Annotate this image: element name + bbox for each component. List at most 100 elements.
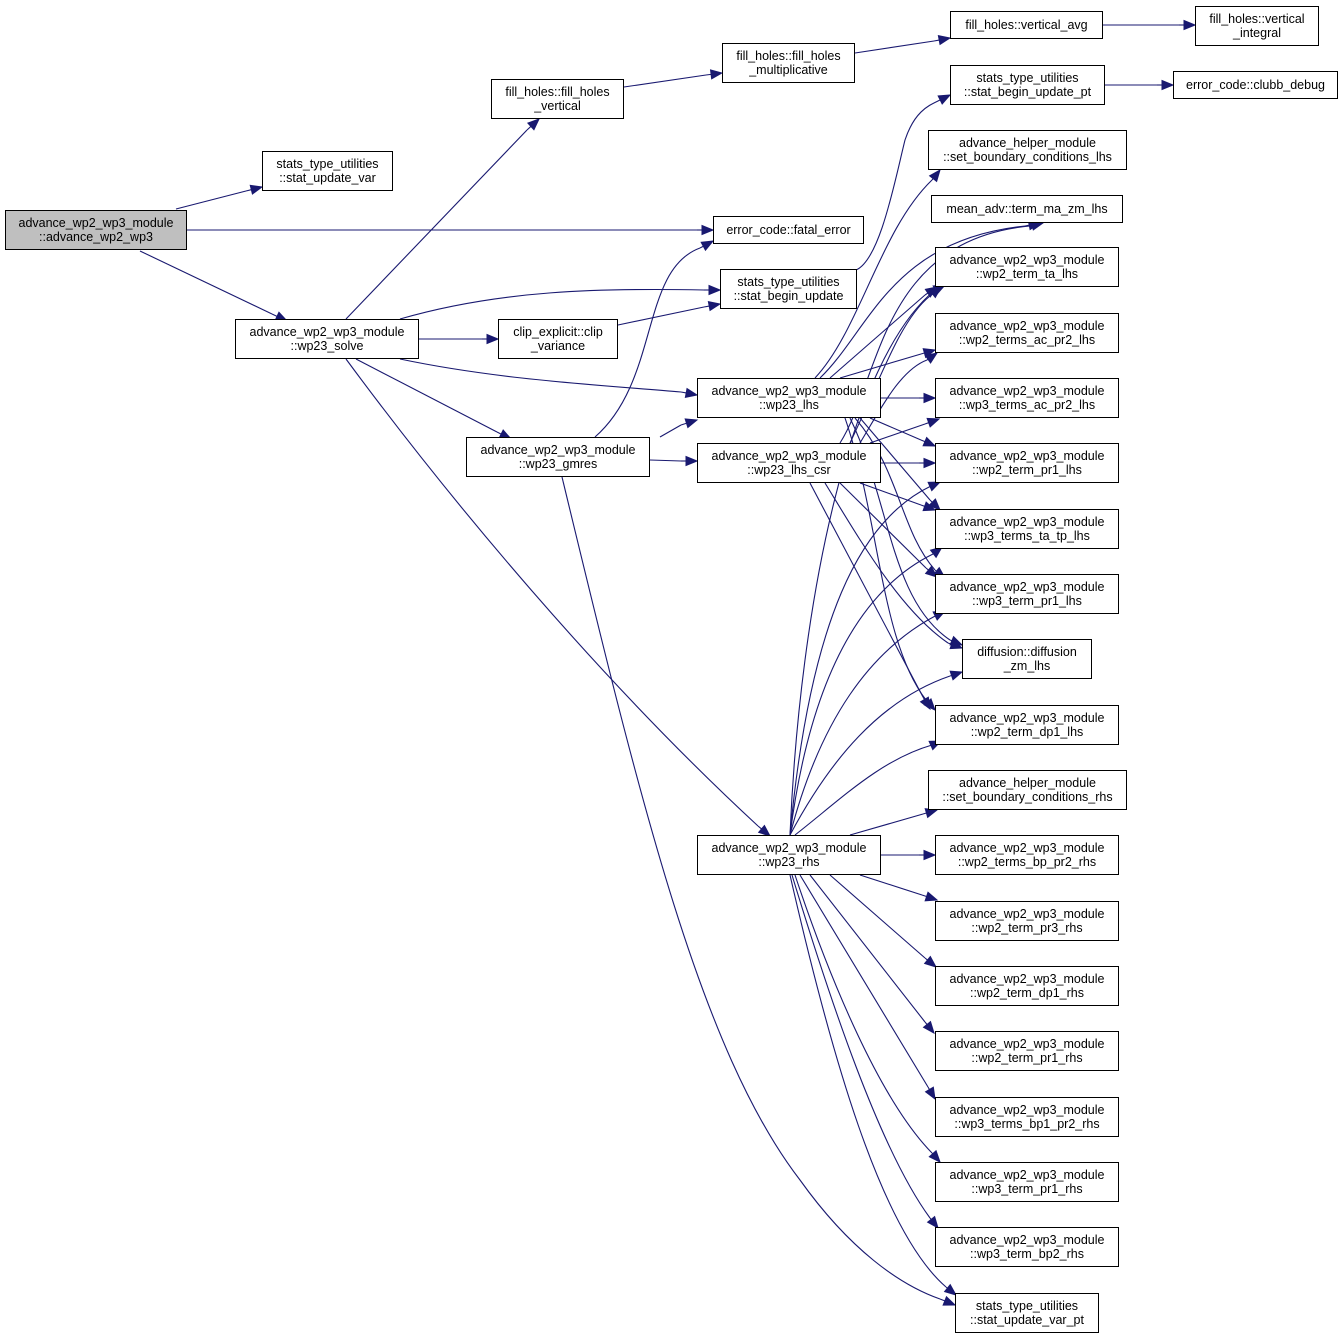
arrowhead-wp23-solve-to-clip-variance [486, 333, 500, 345]
arrowhead-wp23-rhs-to-wp2-term-pr1-lhs [927, 481, 942, 492]
edge-tail-wp23-gmres-to-stat-update-var-pt [939, 1298, 945, 1302]
node-wp23-lhs[interactable]: advance_wp2_wp3_module ::wp23_lhs [697, 378, 881, 418]
edge-wp23-lhs-to-term-ma-zm-lhs [819, 225, 1026, 379]
arrowhead-stat-begin-update-to-stat-begin-update-pt [937, 94, 952, 105]
arrowhead-wp23-gmres-to-fatal-error [700, 240, 715, 252]
arrowhead-wp23-lhs-to-wp2-term-pr1-lhs [922, 436, 937, 447]
edge-wp23-rhs-to-wp3-term-pr1-lhs [789, 614, 938, 836]
arrowhead-wp23-gmres-to-wp23-lhs-csr [685, 455, 699, 467]
node-wp3-term-bp2-rhs[interactable]: advance_wp2_wp3_module ::wp3_term_bp2_rh… [935, 1227, 1119, 1267]
edge-tail-wp23-rhs-to-wp2-term-pr3-rhs [921, 894, 927, 898]
edge-tail-clip-variance-to-stat-begin-update [703, 305, 710, 308]
edge-clip-variance-to-stat-begin-update [617, 306, 705, 326]
edge-wp23-rhs-to-stat-update-var-pt [789, 874, 947, 1288]
edge-wp23-lhs-csr-to-wp2-terms-ac-pr2-lhs [859, 359, 928, 444]
node-clubb-debug[interactable]: error_code::clubb_debug [1173, 71, 1338, 99]
edge-tail-wp23-lhs-csr-to-wp3-terms-ac-pr2-lhs [924, 422, 929, 425]
edge-wp23-solve-to-wp23-lhs [399, 358, 682, 393]
arrowhead-wp23-lhs-csr-to-wp3-term-pr1-lhs [924, 565, 939, 578]
edge-wp23-rhs-to-wp2-term-pr1-rhs [809, 874, 926, 1023]
arrowhead-vertical-avg-to-vertical-integral [1183, 19, 1197, 31]
arrowhead-wp23-rhs-to-wp2-term-pr1-rhs [922, 1020, 935, 1035]
arrowhead-wp23-rhs-to-wp2-term-dp1-rhs [923, 955, 938, 968]
node-wp23-lhs-csr[interactable]: advance_wp2_wp3_module ::wp23_lhs_csr [697, 443, 881, 483]
node-wp2-term-pr1-lhs[interactable]: advance_wp2_wp3_module ::wp2_term_pr1_lh… [935, 443, 1119, 483]
node-wp23-solve[interactable]: advance_wp2_wp3_module ::wp23_solve [235, 319, 419, 359]
arrowhead-wp23-lhs-csr-to-wp3-terms-ac-pr2-lhs [926, 417, 941, 428]
edge-tail-wp23-solve-to-wp23-rhs [757, 825, 762, 830]
edge-wp23-rhs-to-set-bc-rhs [849, 813, 924, 836]
arrowhead-wp23-lhs-csr-to-wp2-term-dp1-lhs [919, 696, 931, 711]
edge-wp23-lhs-to-wp3-term-pr1-lhs [854, 417, 936, 571]
edge-root-to-stat-update-var [175, 190, 247, 210]
node-wp3-terms-ac-pr2-lhs[interactable]: advance_wp2_wp3_module ::wp3_terms_ac_pr… [935, 378, 1119, 418]
arrowhead-wp23-solve-to-stat-begin-update [708, 284, 722, 296]
node-wp3-terms-ta-tp-lhs[interactable]: advance_wp2_wp3_module ::wp3_terms_ta_tp… [935, 509, 1119, 549]
node-wp2-terms-bp-pr2-rhs[interactable]: advance_wp2_wp3_module ::wp2_terms_bp_pr… [935, 835, 1119, 875]
arrowhead-wp23-rhs-to-wp3-term-bp2-rhs [926, 1215, 939, 1230]
edge-wp23-rhs-to-wp2-term-ta-lhs [789, 289, 936, 836]
node-stat-begin-update[interactable]: stats_type_utilities ::stat_begin_update [720, 269, 857, 309]
node-diffusion-zm-lhs[interactable]: diffusion::diffusion _zm_lhs [962, 639, 1092, 679]
node-stat-begin-update-pt[interactable]: stats_type_utilities ::stat_begin_update… [950, 65, 1105, 105]
arrowhead-wp23-lhs-csr-to-wp2-term-pr1-lhs [923, 457, 937, 469]
edge-wp23-lhs-csr-to-wp2-term-ta-lhs [849, 295, 931, 444]
node-vertical-avg[interactable]: fill_holes::vertical_avg [950, 11, 1103, 39]
node-wp2-term-ta-lhs[interactable]: advance_wp2_wp3_module ::wp2_term_ta_lhs [935, 247, 1119, 287]
edge-wp23-gmres-to-wp23-lhs-csr [649, 459, 682, 462]
edge-root-to-wp23-solve [139, 250, 273, 315]
node-term-ma-zm-lhs[interactable]: mean_adv::term_ma_zm_lhs [931, 195, 1123, 223]
arrowhead-root-to-fatal-error [701, 224, 715, 236]
arrowhead-root-to-stat-update-var [249, 184, 264, 195]
node-wp2-term-dp1-rhs[interactable]: advance_wp2_wp3_module ::wp2_term_dp1_rh… [935, 966, 1119, 1006]
edge-tail-root-to-wp23-solve [271, 313, 278, 317]
node-wp3-terms-bp1-pr2-rhs[interactable]: advance_wp2_wp3_module ::wp3_terms_bp1_p… [935, 1097, 1119, 1137]
edge-fill-holes-vertical-to-multiplicative [623, 74, 707, 88]
edge-tail-wp23-rhs-to-wp2-term-dp1-rhs [924, 957, 928, 961]
arrowhead-fill-holes-vertical-to-multiplicative [709, 69, 724, 80]
edge-wp23-lhs-to-wp2-term-pr1-lhs [869, 417, 922, 441]
node-wp2-term-pr1-rhs[interactable]: advance_wp2_wp3_module ::wp2_term_pr1_rh… [935, 1031, 1119, 1071]
edge-wp23-rhs-to-wp3-terms-bp1-pr2-rhs [799, 874, 929, 1088]
node-fill-holes-multiplicative[interactable]: fill_holes::fill_holes _multiplicative [722, 43, 855, 83]
edge-wp23-lhs-to-wp3-terms-ta-tp-lhs [859, 417, 931, 501]
edge-tail-wp23-lhs-csr-to-diffusion-zm-lhs [947, 642, 952, 645]
edge-tail-wp23-rhs-to-wp2-term-pr1-rhs [924, 1021, 928, 1025]
edge-tail-wp23-lhs-csr-to-wp2-term-ta-lhs [929, 293, 933, 297]
edge-tail-wp23-solve-to-wp23-lhs [680, 391, 687, 394]
arrowhead-wp23-lhs-csr-to-wp2-terms-ac-pr2-lhs [924, 352, 939, 364]
edge-wp23-solve-to-wp23-rhs [345, 358, 759, 827]
node-fatal-error[interactable]: error_code::fatal_error [713, 216, 864, 244]
node-wp2-terms-ac-pr2-lhs[interactable]: advance_wp2_wp3_module ::wp2_terms_ac_pr… [935, 313, 1119, 353]
node-stat-update-var-pt[interactable]: stats_type_utilities ::stat_update_var_p… [955, 1293, 1099, 1333]
node-stat-update-var[interactable]: stats_type_utilities ::stat_update_var [262, 151, 393, 191]
edge-tail-fill-holes-vertical-to-multiplicative [705, 73, 712, 76]
arrowhead-wp23-solve-to-wp23-lhs [684, 387, 699, 399]
arrowhead-wp23-rhs-to-wp3-terms-bp1-pr2-rhs [924, 1086, 936, 1101]
node-wp2-term-pr3-rhs[interactable]: advance_wp2_wp3_module ::wp2_term_pr3_rh… [935, 901, 1119, 941]
edge-wp23-gmres-to-stat-update-var-pt [561, 476, 941, 1300]
node-wp2-term-dp1-lhs[interactable]: advance_wp2_wp3_module ::wp2_term_dp1_lh… [935, 705, 1119, 745]
arrowhead-wp23-lhs-to-wp3-terms-ac-pr2-lhs [923, 392, 937, 404]
node-set-boundary-conditions-lhs[interactable]: advance_helper_module ::set_boundary_con… [928, 130, 1127, 170]
edge-tail-wp23-lhs-to-term-ma-zm-lhs [1024, 224, 1030, 227]
node-vertical-integral[interactable]: fill_holes::vertical _integral [1195, 6, 1319, 46]
edge-tail-wp23-lhs-to-wp3-terms-ta-tp-lhs [929, 499, 933, 503]
node-wp3-term-pr1-lhs[interactable]: advance_wp2_wp3_module ::wp3_term_pr1_lh… [935, 574, 1119, 614]
node-fill-holes-vertical[interactable]: fill_holes::fill_holes _vertical [491, 79, 624, 119]
node-wp3-term-pr1-rhs[interactable]: advance_wp2_wp3_module ::wp3_term_pr1_rh… [935, 1162, 1119, 1202]
node-wp23-rhs[interactable]: advance_wp2_wp3_module ::wp23_rhs [697, 835, 881, 875]
edge-wp23-lhs-csr-to-wp2-term-dp1-lhs [809, 482, 924, 698]
edge-tail-root-to-stat-update-var [245, 189, 252, 192]
node-clip-variance[interactable]: clip_explicit::clip _variance [498, 319, 618, 359]
arrowhead-wp23-solve-to-fill-holes-vertical [526, 118, 540, 131]
arrowhead-wp23-rhs-to-stat-update-var-pt [943, 1283, 958, 1296]
node-set-boundary-conditions-rhs[interactable]: advance_helper_module ::set_boundary_con… [928, 770, 1127, 810]
edge-stat-begin-update-to-stat-begin-update-pt [855, 99, 941, 271]
edge-wp23-solve-to-stat-begin-update [399, 288, 705, 320]
edge-wp23-solve-to-wp23-gmres [355, 358, 498, 433]
arrowhead-clip-variance-to-stat-begin-update [707, 300, 722, 312]
edge-tail-wp23-rhs-to-set-bc-rhs [922, 812, 927, 815]
node-wp23-gmres[interactable]: advance_wp2_wp3_module ::wp23_gmres [466, 437, 650, 477]
